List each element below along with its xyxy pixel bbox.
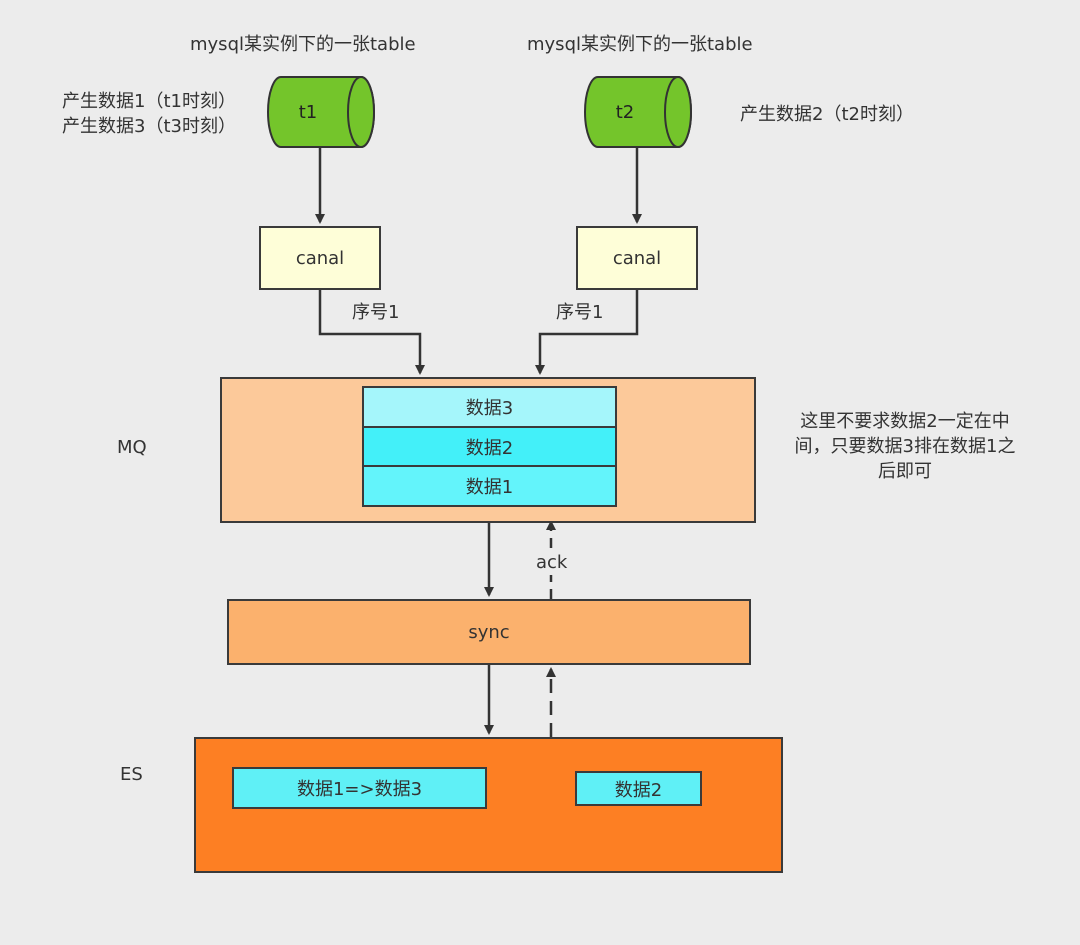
- table-title-right: mysql某实例下的一张table: [527, 34, 753, 55]
- es-item-data1-data3: 数据1=>数据3: [232, 767, 487, 809]
- sequence-left-label: 序号1: [352, 302, 400, 323]
- table-t2-cylinder: [584, 76, 692, 148]
- canal-right: canal: [576, 226, 698, 290]
- mq-item-data3: 数据3: [362, 386, 617, 428]
- mq-label: MQ: [117, 437, 147, 458]
- arrow-left-canal-to-mq: [318, 290, 425, 375]
- sync-label: sync: [468, 621, 510, 643]
- canal-left: canal: [259, 226, 381, 290]
- table-t1-cylinder: [267, 76, 375, 148]
- arrow-right-canal-to-mq: [535, 290, 639, 375]
- es-item-data2: 数据2: [575, 771, 702, 806]
- table-t1-label: t1: [298, 102, 318, 123]
- canal-right-label: canal: [612, 247, 662, 269]
- ordering-note-line-3: 后即可: [878, 461, 932, 482]
- sync-box: sync: [227, 599, 751, 665]
- ordering-note-line-2: 间，只要数据3排在数据1之: [794, 436, 1016, 457]
- mq-item-data1: 数据1: [362, 465, 617, 507]
- t1-note-2: 产生数据3（t3时刻）: [62, 116, 236, 137]
- canal-left-label: canal: [295, 247, 345, 269]
- ack-label: ack: [534, 552, 570, 575]
- table-t2-label: t2: [615, 102, 635, 123]
- sequence-right-label: 序号1: [556, 302, 604, 323]
- mq-item-data2: 数据2: [362, 426, 617, 467]
- es-label: ES: [120, 764, 143, 785]
- t2-note-1: 产生数据2（t2时刻）: [740, 104, 914, 125]
- table-title-left: mysql某实例下的一张table: [190, 34, 416, 55]
- ordering-note-line-1: 这里不要求数据2一定在中: [800, 411, 1010, 432]
- t1-note-1: 产生数据1（t1时刻）: [62, 91, 236, 112]
